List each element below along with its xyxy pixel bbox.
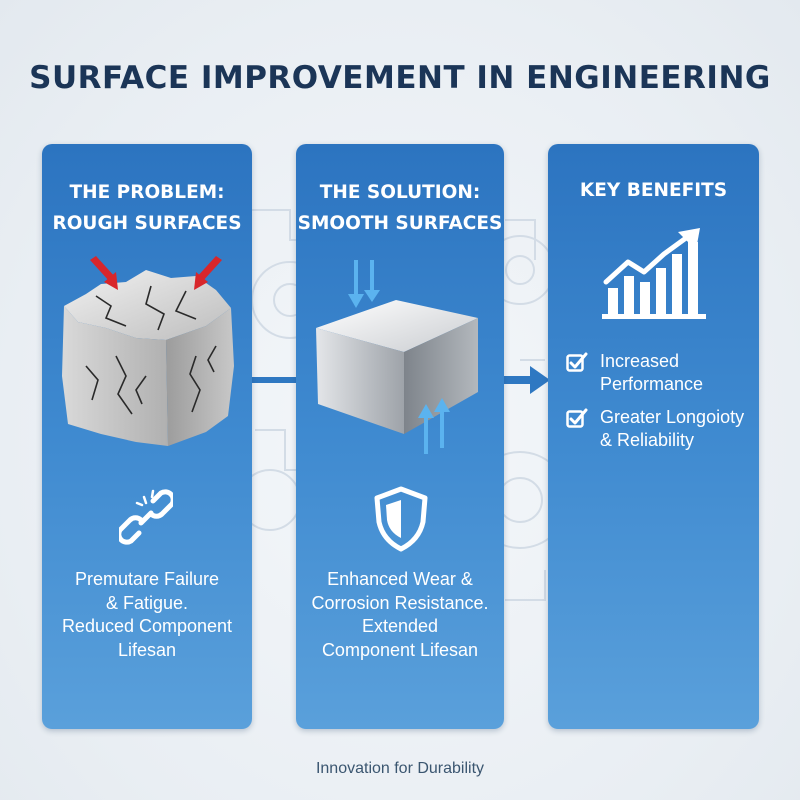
solution-description: Enhanced Wear & Corrosion Resistance. Ex…: [296, 568, 504, 662]
benefit-label: Increased Performance: [600, 350, 703, 396]
benefit-line: Increased: [600, 351, 680, 371]
solution-text-line: Corrosion Resistance.: [311, 592, 489, 613]
problem-text-line: Reduced Component: [61, 616, 233, 636]
problem-heading-line2: ROUGH SURFACES: [52, 213, 242, 234]
checkbox-check-icon: [566, 408, 588, 428]
smooth-cube-icon: [316, 260, 478, 454]
benefit-line: Greater Longoioty: [600, 407, 745, 427]
problem-text-line: Lifesan: [117, 639, 177, 660]
checkbox-check-icon: [566, 352, 588, 372]
problem-text-line: & Fatigue.: [105, 592, 189, 613]
bar-chart-growth-icon: [602, 228, 706, 319]
problem-heading-line1: THE PROBLEM:: [69, 182, 225, 203]
problem-description: Premutare Failure & Fatigue. Reduced Com…: [42, 568, 252, 662]
benefits-panel: KEY BENEFITS Increased Performance: [548, 144, 759, 729]
solution-panel: THE SOLUTION: SMOOTH SURFACES Enha: [296, 144, 504, 729]
solution-heading-line1: THE SOLUTION:: [319, 182, 481, 203]
shield-icon: [374, 486, 428, 552]
footer-tagline: Innovation for Durability: [315, 760, 485, 777]
solution-heading-line2: SMOOTH SURFACES: [297, 213, 503, 234]
page-title: SURFACE IMPROVEMENT IN ENGINEERING: [29, 60, 771, 96]
problem-text-line: Premutare Failure: [74, 569, 220, 589]
benefits-heading: KEY BENEFITS: [579, 180, 728, 201]
solution-text-line: Component Lifesan: [321, 639, 479, 660]
benefit-line: & Reliability: [600, 430, 695, 450]
cracked-cube-icon: [62, 256, 234, 446]
flow-arrow-1-to-2: [250, 377, 298, 383]
benefit-line: Performance: [600, 374, 704, 394]
flow-arrow-2-to-3: [502, 366, 550, 394]
solution-text-line: Enhanced Wear &: [327, 569, 473, 589]
solution-text-line: Extended: [361, 616, 439, 636]
benefit-label: Greater Longoioty & Reliability: [600, 406, 744, 452]
problem-panel: THE PROBLEM: ROUGH SURFACES: [42, 144, 252, 729]
broken-chain-icon: [119, 489, 173, 545]
